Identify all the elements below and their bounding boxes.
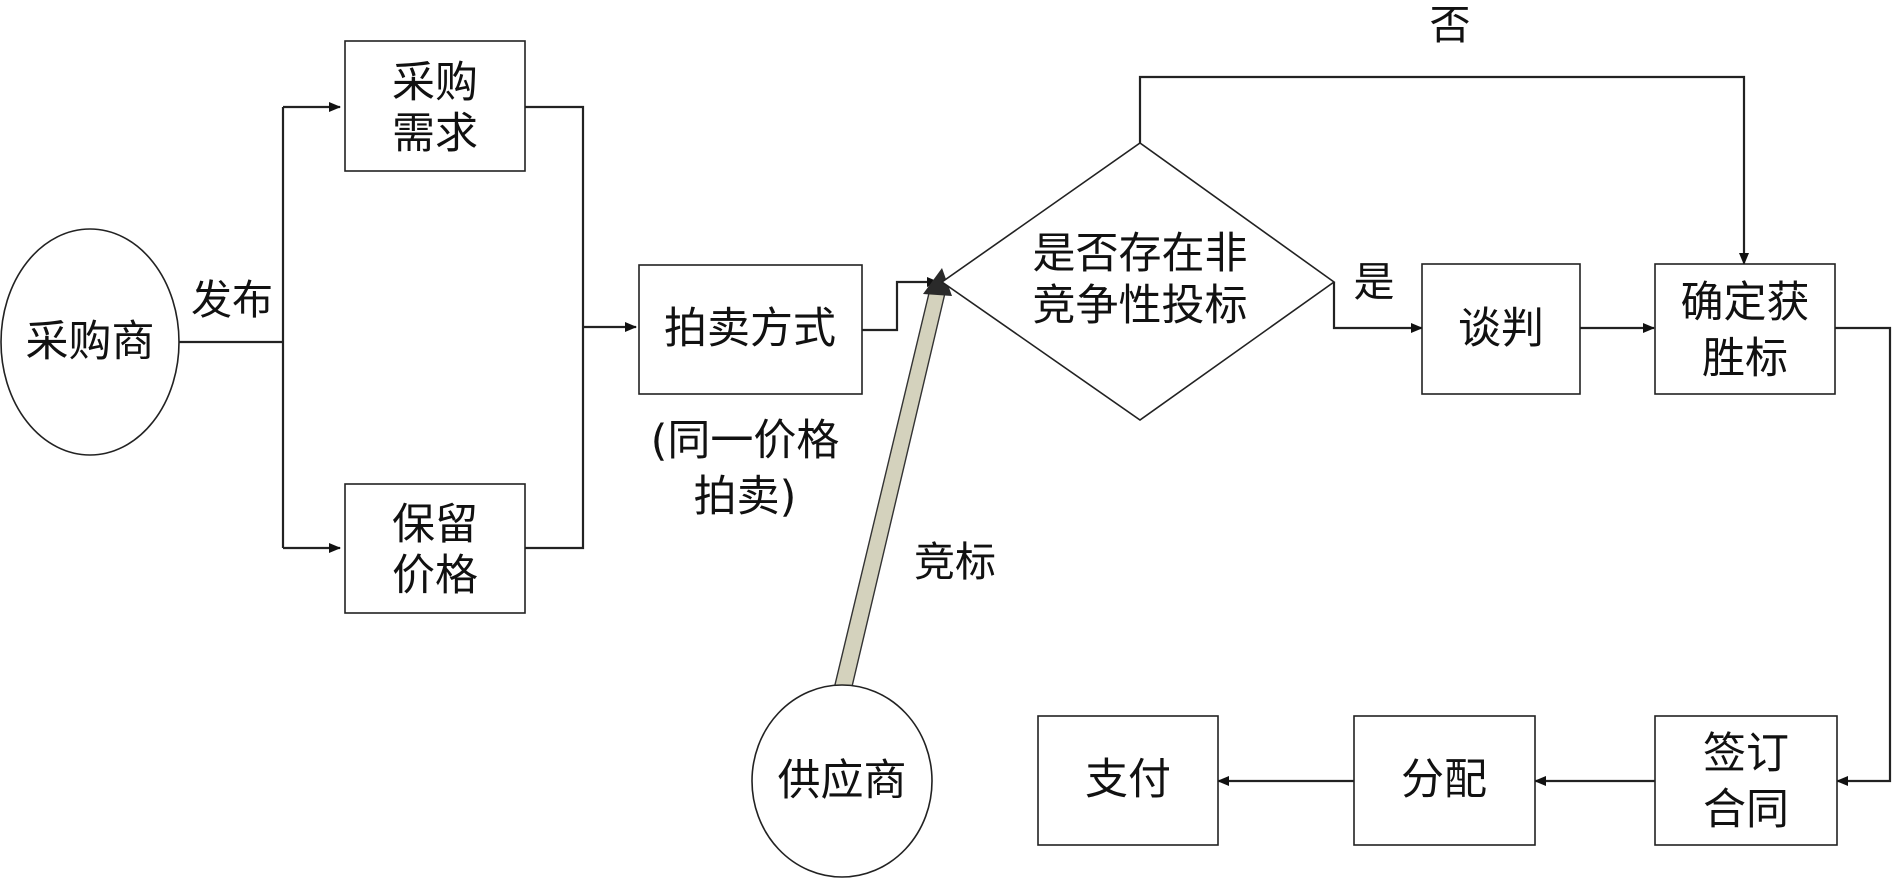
merge-trunk-connector — [525, 105, 585, 550]
requirement-label-line1: 采购 — [392, 58, 478, 108]
reserve-price-label-line1: 保留 — [392, 500, 478, 550]
auction-mode-node: 拍卖方式 — [638, 264, 863, 395]
payment-node: 支付 — [1037, 715, 1219, 846]
edge-label-no: 否 — [1430, 1, 1471, 49]
requirement-label-line2: 需求 — [392, 109, 478, 159]
contract-label-line2: 合同 — [1703, 785, 1789, 835]
payment-box — [1037, 715, 1219, 846]
auction-note: (同一价格 拍卖) — [651, 416, 840, 522]
decision-label-line2: 竞争性投标 — [1033, 281, 1248, 331]
decision-node: 是否存在非 竞争性投标 — [940, 142, 1336, 421]
reserve-price-box — [344, 483, 526, 614]
allocation-label: 分配 — [1401, 755, 1487, 805]
negotiation-node: 谈判 — [1421, 263, 1581, 395]
contract-node: 签订 合同 — [1654, 715, 1838, 846]
reserve-price-label-line2: 价格 — [392, 551, 478, 601]
bid-arrow-head — [923, 268, 952, 296]
yes-to-negotiation-connector — [1332, 282, 1423, 333]
reserve-price-node: 保留 价格 — [344, 483, 526, 614]
contract-label-line1: 签订 — [1703, 729, 1789, 779]
winning-bid-box — [1654, 263, 1836, 395]
winning-bid-label-line2: 胜标 — [1702, 334, 1788, 384]
edge-label-publish: 发布 — [191, 276, 273, 324]
supplier-ellipse — [751, 684, 933, 878]
auction-to-decision-connector — [862, 277, 939, 332]
requirement-box — [344, 40, 526, 172]
allocation-box — [1353, 715, 1536, 846]
negotiation-label: 谈判 — [1458, 304, 1544, 354]
auction-note-line2: 拍卖) — [694, 472, 797, 522]
winning-to-contract-connector — [1835, 326, 1892, 786]
auction-mode-label: 拍卖方式 — [664, 304, 836, 354]
buyer-ellipse — [0, 228, 180, 456]
allocation-node: 分配 — [1353, 715, 1536, 846]
decision-label-line1: 是否存在非 — [1033, 229, 1248, 279]
winning-bid-node: 确定获 胜标 — [1654, 263, 1836, 395]
supplier-node: 供应商 — [751, 684, 933, 878]
no-bypass-connector — [1138, 75, 1749, 265]
contract-box — [1654, 715, 1838, 846]
buyer-label: 采购商 — [26, 317, 155, 367]
decision-diamond — [940, 142, 1336, 421]
supplier-label: 供应商 — [778, 756, 907, 806]
negotiation-box — [1421, 263, 1581, 395]
edge-label-yes: 是 — [1354, 258, 1395, 306]
payment-label: 支付 — [1085, 755, 1171, 805]
winning-bid-label-line1: 确定获 — [1681, 278, 1810, 328]
requirement-node: 采购 需求 — [344, 40, 526, 172]
edge-label-bid: 竞标 — [914, 538, 996, 586]
connectors — [178, 75, 1892, 786]
auction-note-line1: (同一价格 — [651, 416, 840, 466]
auction-mode-box — [638, 264, 863, 395]
buyer-node: 采购商 — [0, 228, 180, 456]
